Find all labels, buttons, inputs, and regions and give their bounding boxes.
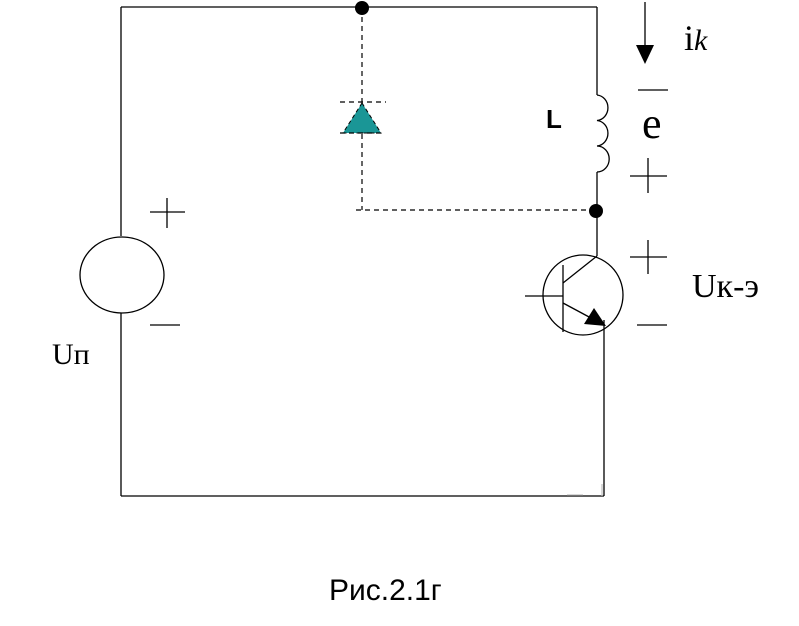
source-plus-sign <box>150 198 185 228</box>
supply-voltage-label: Uп <box>52 338 90 371</box>
diode-branch <box>340 8 596 211</box>
inductor-coil <box>596 94 610 173</box>
junction-dot-right <box>589 204 603 218</box>
diode-triangle <box>342 102 382 134</box>
current-arrow <box>636 2 654 64</box>
current-label: ik <box>684 20 707 56</box>
emf-plus-sign <box>630 158 667 193</box>
voltage-source <box>79 236 165 314</box>
figure-caption: Рис.2.1г <box>329 574 442 607</box>
current-symbol: i <box>684 18 695 58</box>
transistor-body <box>542 254 624 336</box>
emitter-arrow <box>584 308 606 326</box>
transistor <box>525 254 624 336</box>
transistor-voltage-label: Uк-э <box>692 268 759 305</box>
uke-plus-sign <box>630 240 667 274</box>
transistor-collector <box>562 255 598 284</box>
emf-label: e <box>642 99 662 148</box>
inductor-label: L <box>546 104 562 134</box>
current-subscript: k <box>694 24 708 57</box>
junction-dot-top <box>355 1 369 15</box>
